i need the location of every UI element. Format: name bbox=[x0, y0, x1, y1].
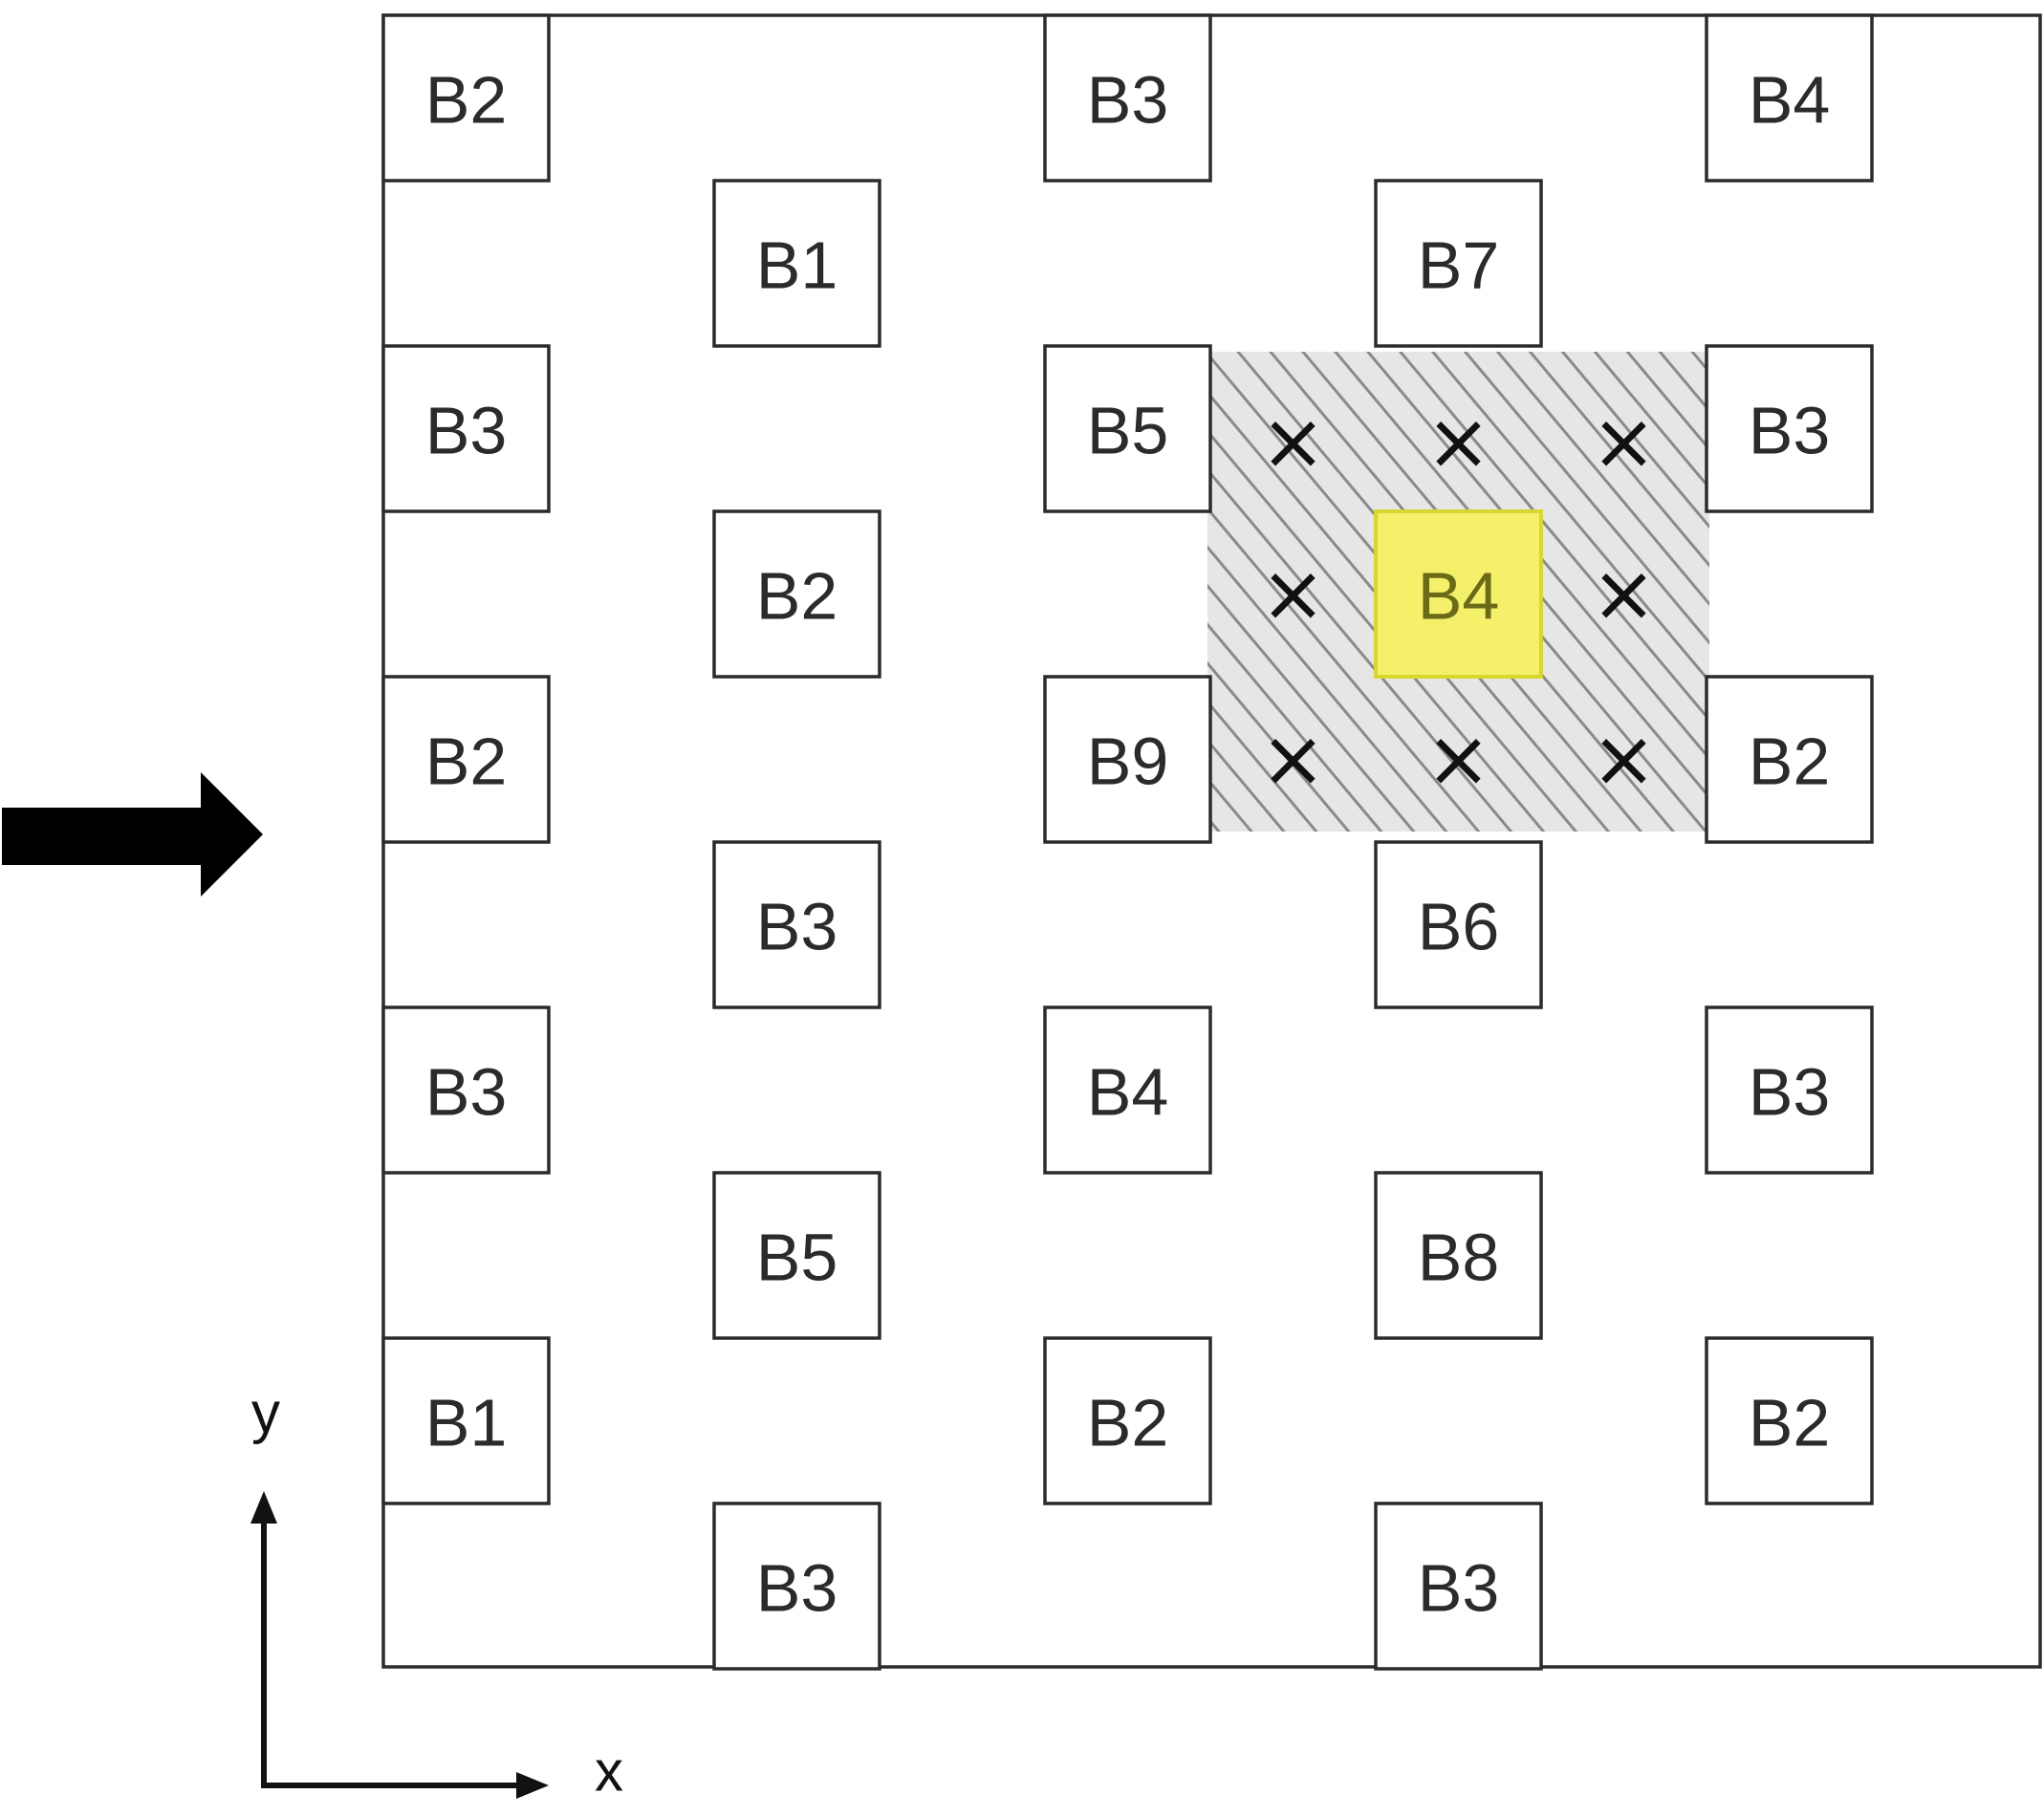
block: B8 bbox=[1374, 1171, 1543, 1340]
block-rect bbox=[1043, 13, 1212, 183]
block-label: B8 bbox=[1418, 1221, 1500, 1295]
block: B3 bbox=[712, 1502, 881, 1671]
block-label: B5 bbox=[756, 1221, 838, 1295]
block-label: B9 bbox=[1087, 724, 1169, 799]
neighbor-mark-icon: × bbox=[1591, 549, 1657, 639]
block-label: B2 bbox=[756, 559, 838, 634]
block-rect bbox=[1705, 675, 1874, 844]
marks-layer: × × × × × × × × bbox=[1260, 397, 1657, 805]
block: B2 bbox=[381, 675, 551, 844]
block: B3 bbox=[381, 1005, 551, 1175]
block-label: B3 bbox=[1418, 1551, 1500, 1626]
block-rect bbox=[1043, 1005, 1212, 1175]
block-rect bbox=[381, 1336, 551, 1505]
block-rect bbox=[1705, 1005, 1874, 1175]
block: B2 bbox=[381, 13, 551, 183]
block-rect bbox=[712, 1171, 881, 1340]
block: B6 bbox=[1374, 840, 1543, 1009]
block-rect bbox=[381, 344, 551, 513]
block-rect bbox=[1043, 344, 1212, 513]
block: B4 bbox=[1374, 509, 1543, 679]
block: B3 bbox=[1043, 13, 1212, 183]
block-rect bbox=[381, 675, 551, 844]
neighbor-mark-icon: × bbox=[1260, 397, 1326, 487]
block-rect bbox=[381, 13, 551, 183]
block: B1 bbox=[712, 179, 881, 348]
block-label: B3 bbox=[1749, 1055, 1831, 1130]
neighbor-mark-icon: × bbox=[1260, 549, 1326, 639]
neighbor-mark-icon: × bbox=[1425, 714, 1491, 805]
block-rect bbox=[1374, 840, 1543, 1009]
block: B7 bbox=[1374, 179, 1543, 348]
neighbor-mark-icon: × bbox=[1425, 397, 1491, 487]
block-rect bbox=[712, 509, 881, 679]
block-label: B3 bbox=[1749, 394, 1831, 468]
block-rect bbox=[1374, 1171, 1543, 1340]
block-label: B2 bbox=[1749, 1386, 1831, 1460]
block: B2 bbox=[1705, 1336, 1874, 1505]
block-rect bbox=[1043, 675, 1212, 844]
block: B3 bbox=[381, 344, 551, 513]
block: B3 bbox=[712, 840, 881, 1009]
block-label: B6 bbox=[1418, 890, 1500, 964]
highlighted-block-rect bbox=[1374, 509, 1543, 679]
block-label: B3 bbox=[425, 1055, 508, 1130]
block-label: B3 bbox=[756, 890, 838, 964]
block-rect bbox=[712, 840, 881, 1009]
block: B5 bbox=[712, 1171, 881, 1340]
block-rect bbox=[1374, 179, 1543, 348]
block-label: B5 bbox=[1087, 394, 1169, 468]
block-rect bbox=[381, 1005, 551, 1175]
coordinate-axes: y x bbox=[250, 1381, 623, 1804]
block-label: B1 bbox=[756, 228, 838, 303]
block: B4 bbox=[1043, 1005, 1212, 1175]
y-axis-label: y bbox=[251, 1381, 280, 1445]
x-axis-arrowhead-icon bbox=[516, 1772, 549, 1799]
block-label: B2 bbox=[1749, 724, 1831, 799]
block-rect bbox=[712, 1502, 881, 1671]
block: B1 bbox=[381, 1336, 551, 1505]
block: B5 bbox=[1043, 344, 1212, 513]
block: B3 bbox=[1374, 1502, 1543, 1671]
highlighted-block-label: B4 bbox=[1418, 559, 1500, 634]
block: B3 bbox=[1705, 344, 1874, 513]
block: B2 bbox=[712, 509, 881, 679]
block-label: B7 bbox=[1418, 228, 1500, 303]
block-label: B2 bbox=[425, 63, 508, 138]
block-label: B4 bbox=[1749, 63, 1831, 138]
neighbor-mark-icon: × bbox=[1591, 397, 1657, 487]
y-axis-arrowhead-icon bbox=[250, 1491, 277, 1524]
block-rect bbox=[1705, 1336, 1874, 1505]
block-label: B2 bbox=[1087, 1386, 1169, 1460]
block-rect bbox=[1705, 13, 1874, 183]
block-label: B3 bbox=[756, 1551, 838, 1626]
block-rect bbox=[712, 179, 881, 348]
block-label: B3 bbox=[425, 394, 508, 468]
block-rect bbox=[1043, 1336, 1212, 1505]
block-label: B1 bbox=[425, 1386, 508, 1460]
block: B2 bbox=[1043, 1336, 1212, 1505]
neighbor-mark-icon: × bbox=[1591, 714, 1657, 805]
neighbor-mark-icon: × bbox=[1260, 714, 1326, 805]
block: B3 bbox=[1705, 1005, 1874, 1175]
block: B4 bbox=[1705, 13, 1874, 183]
block: B9 bbox=[1043, 675, 1212, 844]
block-label: B3 bbox=[1087, 63, 1169, 138]
block: B2 bbox=[1705, 675, 1874, 844]
block-label: B4 bbox=[1087, 1055, 1169, 1130]
block-rect bbox=[1705, 344, 1874, 513]
x-axis-label: x bbox=[595, 1740, 623, 1804]
block-label: B2 bbox=[425, 724, 508, 799]
flow-arrow-icon bbox=[2, 772, 263, 897]
block-rect bbox=[1374, 1502, 1543, 1671]
